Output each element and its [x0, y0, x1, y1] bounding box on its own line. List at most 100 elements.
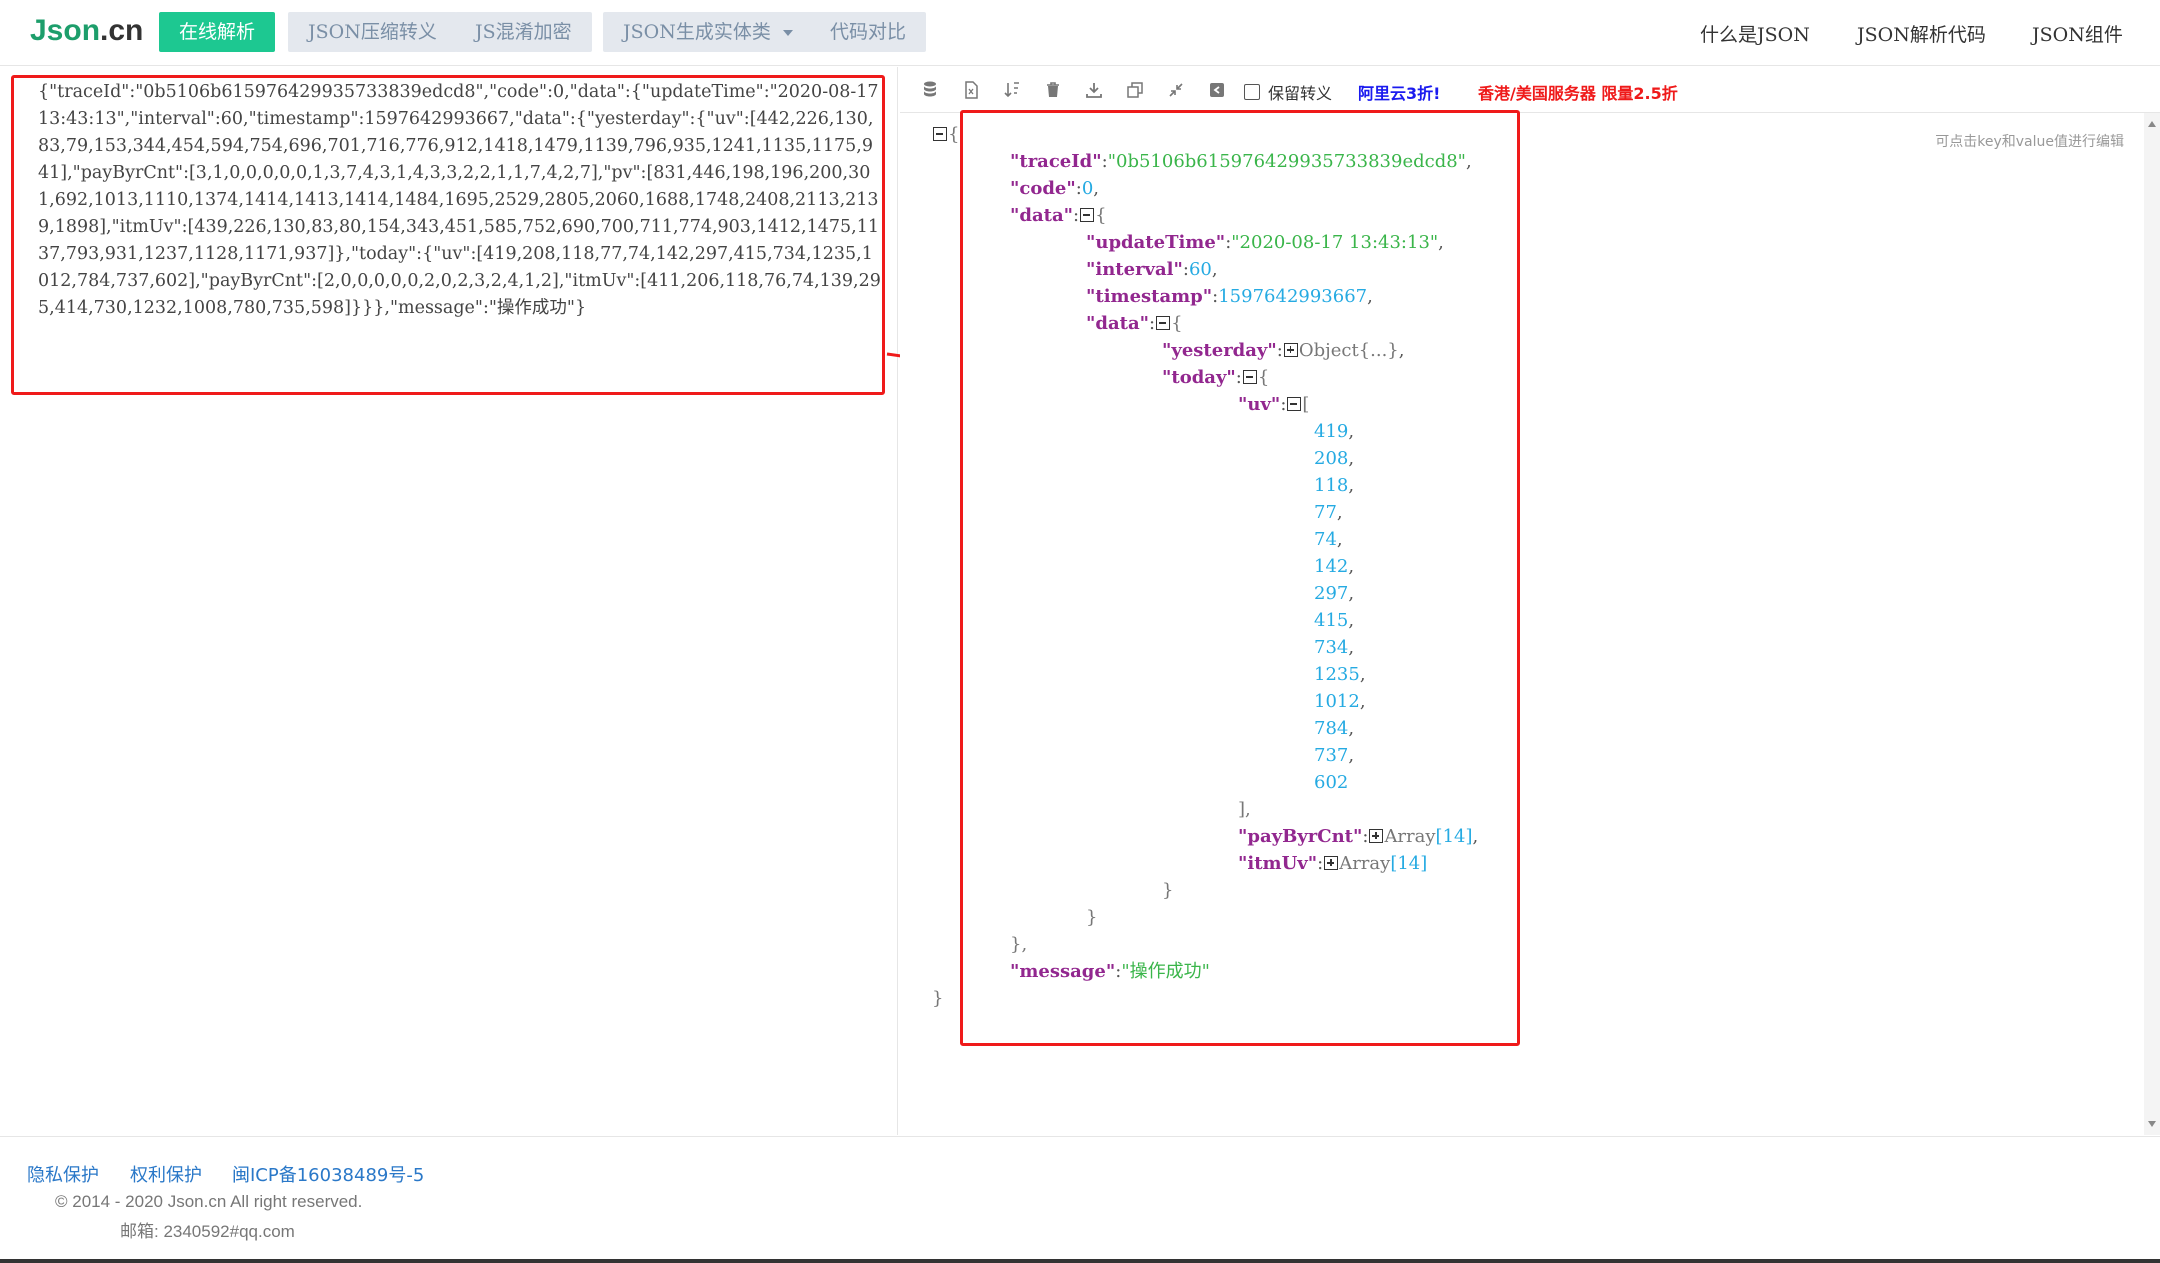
uv-value-item[interactable]: 784, — [1314, 718, 1355, 739]
json-input-pane[interactable]: {"traceId":"0b5106b615976429935733839edc… — [0, 67, 898, 1135]
nav-js-obfuscate[interactable]: JS混淆加密 — [455, 12, 592, 52]
nav-json-entity[interactable]: JSON生成实体类 — [603, 12, 813, 52]
json-value[interactable]: 208 — [1314, 448, 1349, 469]
json-value[interactable]: 784 — [1314, 718, 1349, 739]
vertical-scrollbar[interactable] — [2144, 113, 2160, 1135]
promo-aliyun-link[interactable]: 阿里云3折! — [1358, 84, 1441, 103]
top-header: Json.cn 在线解析 JSON压缩转义 JS混淆加密 JSON生成实体类 代… — [0, 0, 2160, 66]
expand-icon[interactable] — [1324, 856, 1339, 870]
json-key[interactable]: "data" — [1086, 313, 1149, 334]
json-line-uv[interactable]: "uv":[ — [1238, 394, 1310, 415]
json-value[interactable]: 60 — [1188, 259, 1212, 280]
expand-icon[interactable] — [1283, 343, 1298, 357]
json-value[interactable]: 737 — [1314, 745, 1349, 766]
uv-value-item[interactable]: 734, — [1314, 637, 1355, 658]
footer-link-privacy[interactable]: 隐私保护 — [27, 1165, 99, 1186]
uv-value-item[interactable]: 118, — [1314, 475, 1355, 496]
json-line-today[interactable]: "today":{ — [1162, 367, 1270, 388]
json-value[interactable]: "0b5106b615976429935733839edcd8" — [1107, 151, 1466, 172]
uv-value-item[interactable]: 419, — [1314, 421, 1355, 442]
json-key[interactable]: "uv" — [1238, 394, 1281, 415]
json-key[interactable]: "today" — [1162, 367, 1236, 388]
nav-online-parse[interactable]: 在线解析 — [159, 12, 276, 52]
scroll-up-icon[interactable] — [2148, 121, 2156, 127]
nav-json-parse-code[interactable]: JSON解析代码 — [1857, 24, 1986, 46]
collapse-icon[interactable] — [1242, 370, 1257, 384]
json-value[interactable]: "操作成功" — [1121, 961, 1210, 982]
download-icon[interactable] — [1084, 80, 1104, 100]
json-output-pane: 保留转义 阿里云3折! 香港/美国服务器 限量2.5折 可点击key和value… — [900, 67, 2160, 1135]
json-value[interactable]: 1235 — [1314, 664, 1360, 685]
uv-value-item[interactable]: 142, — [1314, 556, 1355, 577]
json-line-data[interactable]: "data":{ — [1010, 205, 1107, 226]
nav-json-compress[interactable]: JSON压缩转义 — [288, 12, 457, 52]
json-line-traceId[interactable]: "traceId":"0b5106b615976429935733839edcd… — [1010, 151, 1472, 172]
nav-what-is-json[interactable]: 什么是JSON — [1700, 24, 1810, 46]
json-value[interactable]: 297 — [1314, 583, 1349, 604]
compress-icon[interactable] — [1166, 80, 1186, 100]
json-value[interactable]: 734 — [1314, 637, 1349, 658]
database-icon[interactable] — [920, 80, 940, 100]
json-value[interactable]: 419 — [1314, 421, 1349, 442]
json-key[interactable]: "payByrCnt" — [1238, 826, 1363, 847]
site-logo[interactable]: Json.cn — [30, 14, 143, 48]
json-key[interactable]: "interval" — [1086, 259, 1183, 280]
json-value[interactable]: 1597642993667 — [1218, 286, 1368, 307]
json-line-updateTime[interactable]: "updateTime":"2020-08-17 13:43:13", — [1086, 232, 1444, 253]
copy-icon[interactable] — [1125, 80, 1145, 100]
collapsed-array-length: [14] — [1390, 853, 1428, 874]
uv-value-item[interactable]: 1012, — [1314, 691, 1366, 712]
share-icon[interactable] — [1207, 80, 1227, 100]
json-value[interactable]: 118 — [1314, 475, 1349, 496]
json-key[interactable]: "itmUv" — [1238, 853, 1318, 874]
nav-json-components[interactable]: JSON组件 — [2032, 24, 2123, 46]
uv-value-item[interactable]: 208, — [1314, 448, 1355, 469]
json-value[interactable]: 0 — [1081, 178, 1094, 199]
json-line-message[interactable]: "message":"操作成功" — [1010, 961, 1210, 982]
footer-link-rights[interactable]: 权利保护 — [130, 1165, 202, 1186]
trash-icon[interactable] — [1043, 80, 1063, 100]
json-key[interactable]: "code" — [1010, 178, 1076, 199]
nav-code-compare[interactable]: 代码对比 — [810, 12, 927, 52]
uv-value-item[interactable]: 297, — [1314, 583, 1355, 604]
file-icon[interactable] — [961, 80, 981, 100]
checkbox[interactable] — [1244, 84, 1260, 100]
json-value[interactable]: 77 — [1314, 502, 1337, 523]
json-key[interactable]: "data" — [1010, 205, 1073, 226]
json-line-code[interactable]: "code":0, — [1010, 178, 1100, 199]
uv-value-item[interactable]: 1235, — [1314, 664, 1366, 685]
sort-icon[interactable] — [1002, 80, 1022, 100]
uv-value-item[interactable]: 415, — [1314, 610, 1355, 631]
json-key[interactable]: "traceId" — [1010, 151, 1102, 172]
json-line-timestamp[interactable]: "timestamp":1597642993667, — [1086, 286, 1373, 307]
json-line-yesterday[interactable]: "yesterday":Object{...}, — [1162, 340, 1405, 361]
uv-value-item[interactable]: 74, — [1314, 529, 1343, 550]
collapse-icon[interactable] — [1287, 397, 1302, 411]
uv-value-item[interactable]: 737, — [1314, 745, 1355, 766]
expand-icon[interactable] — [1369, 829, 1384, 843]
json-line-payByrCnt[interactable]: "payByrCnt":Array[14], — [1238, 826, 1479, 847]
json-line-interval[interactable]: "interval":60, — [1086, 259, 1218, 280]
collapse-icon[interactable] — [1156, 316, 1171, 330]
collapse-icon[interactable] — [933, 127, 947, 141]
keep-escape-checkbox[interactable]: 保留转义 — [1244, 80, 1332, 104]
json-key[interactable]: "yesterday" — [1162, 340, 1277, 361]
json-value[interactable]: 142 — [1314, 556, 1349, 577]
uv-value-item[interactable]: 77, — [1314, 502, 1343, 523]
json-value[interactable]: 1012 — [1314, 691, 1360, 712]
json-value[interactable]: 415 — [1314, 610, 1349, 631]
json-key[interactable]: "timestamp" — [1086, 286, 1213, 307]
json-key[interactable]: "message" — [1010, 961, 1116, 982]
json-value[interactable]: "2020-08-17 13:43:13" — [1231, 232, 1439, 253]
json-value[interactable]: 74 — [1314, 529, 1337, 550]
json-value[interactable]: 602 — [1314, 772, 1349, 793]
footer-link-icp[interactable]: 闽ICP备16038489号-5 — [232, 1165, 425, 1186]
json-line-inner-data[interactable]: "data":{ — [1086, 313, 1183, 334]
promo-server-link[interactable]: 香港/美国服务器 限量2.5折 — [1478, 84, 1678, 103]
json-input-text[interactable]: {"traceId":"0b5106b615976429935733839edc… — [38, 82, 885, 318]
uv-value-item[interactable]: 602 — [1314, 769, 1348, 796]
json-key[interactable]: "updateTime" — [1086, 232, 1226, 253]
json-line-itmUv[interactable]: "itmUv":Array[14] — [1238, 853, 1428, 874]
scroll-down-icon[interactable] — [2148, 1121, 2156, 1127]
collapse-icon[interactable] — [1080, 208, 1095, 222]
